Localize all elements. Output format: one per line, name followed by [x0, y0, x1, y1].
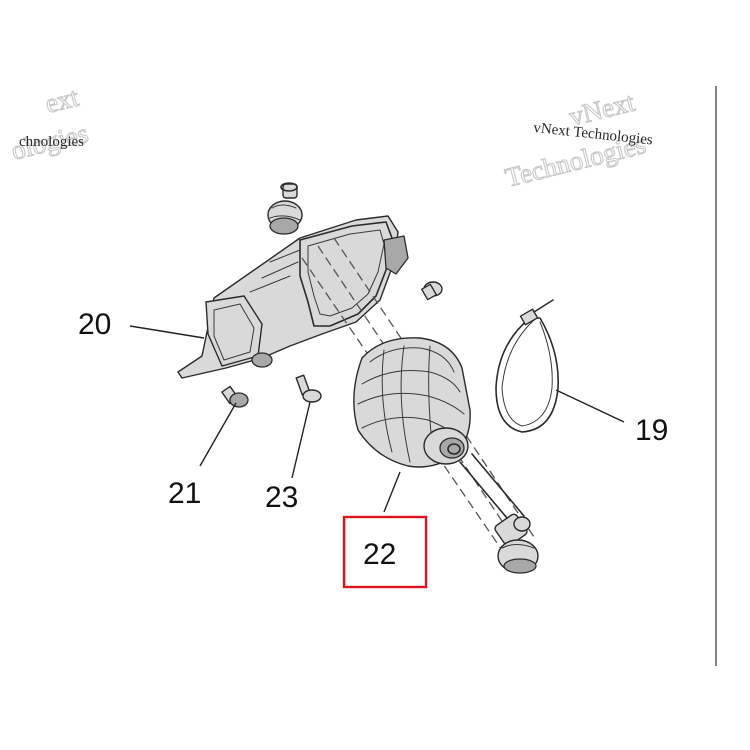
leader-23: [291, 401, 311, 479]
callout-23: 23: [265, 481, 298, 514]
watermark-left-small: chnologies: [19, 134, 84, 150]
cable-tie-part-19: [495, 299, 559, 433]
leader-19: [555, 389, 625, 423]
highlight-box-22: [342, 515, 428, 589]
watermark-left: ext ologies chnologies: [8, 81, 92, 166]
cable-exit: [459, 453, 525, 525]
leader-22: [383, 471, 401, 513]
boot-part-22: [353, 337, 471, 468]
bracket-part-20: [177, 215, 409, 379]
leader-lines: [129, 325, 625, 513]
bolt-upper: [420, 281, 443, 301]
screw-part-21: [221, 385, 249, 408]
callout-21: 21: [168, 477, 201, 510]
callout-22: 22: [363, 538, 396, 571]
leader-21: [199, 402, 237, 467]
pin-part-23: [295, 374, 322, 403]
callout-19: 19: [635, 414, 668, 447]
upper-ball-joint: [267, 182, 303, 235]
lower-ball-joint: [494, 513, 539, 574]
watermark-left-big-top: ext: [42, 82, 82, 119]
watermark-right: vNext Technologies vNext Technologies: [502, 86, 654, 193]
leader-20: [129, 325, 205, 339]
callout-20: 20: [78, 308, 111, 341]
